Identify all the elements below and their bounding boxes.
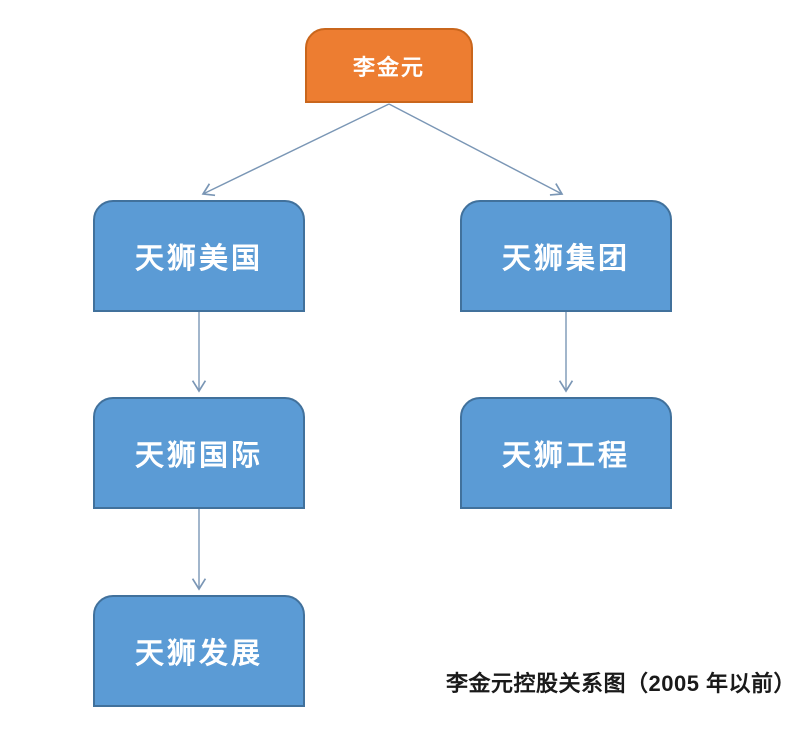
node-tianshi-usa-label: 天狮美国 <box>134 243 263 275</box>
node-li-jinyuan: 李金元 <box>305 28 473 103</box>
node-tianshi-international: 天狮国际 <box>93 397 305 509</box>
node-tianshi-group-label: 天狮集团 <box>501 243 630 275</box>
edge-root-to-group <box>388 103 564 196</box>
node-tianshi-development: 天狮发展 <box>93 595 305 707</box>
node-tianshi-engineering-label: 天狮工程 <box>501 440 630 472</box>
edge-root-to-us <box>201 103 390 197</box>
node-tianshi-usa: 天狮美国 <box>93 200 305 312</box>
chart-caption: 李金元控股关系图（2005 年以前）↵ <box>446 666 793 698</box>
chart-caption-text: 李金元控股关系图（2005 年以前） <box>446 671 793 696</box>
node-tianshi-development-label: 天狮发展 <box>134 638 263 670</box>
node-tianshi-group: 天狮集团 <box>460 200 672 312</box>
node-tianshi-engineering: 天狮工程 <box>460 397 672 509</box>
node-tianshi-international-label: 天狮国际 <box>134 440 263 472</box>
node-li-jinyuan-label: 李金元 <box>352 54 425 80</box>
